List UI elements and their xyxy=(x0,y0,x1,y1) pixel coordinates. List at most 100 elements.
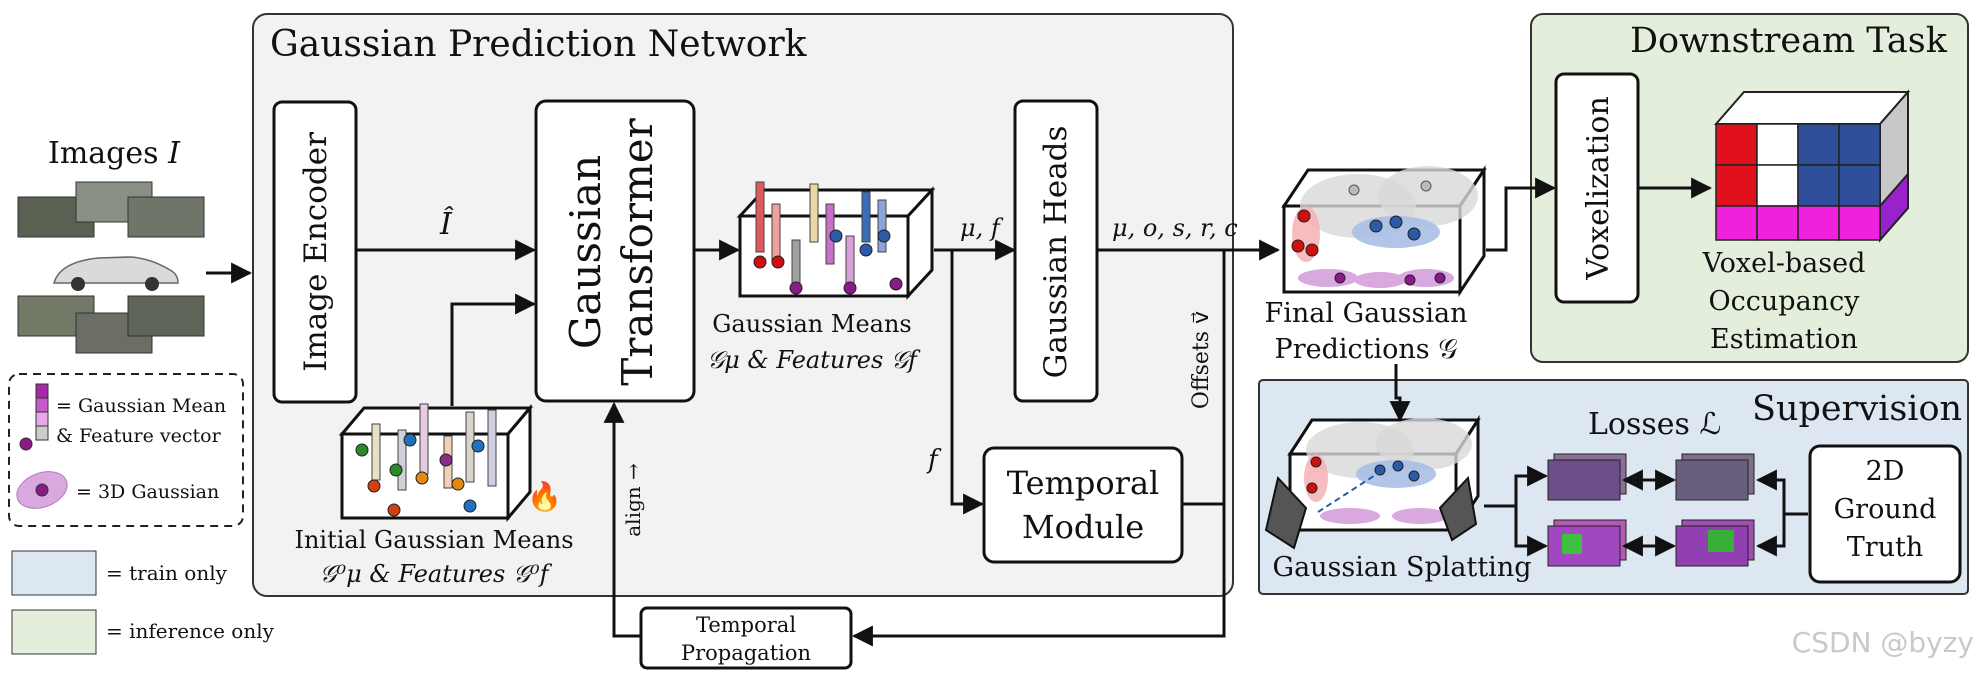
gaussian-point xyxy=(1404,274,1416,286)
supervision-title: Supervision xyxy=(1752,389,1962,429)
gaussian-point xyxy=(843,281,857,295)
gaussian-point xyxy=(1392,460,1404,472)
ground-truth-label-2: Ground xyxy=(1834,494,1937,525)
camera-image xyxy=(127,295,205,337)
temporal-module-label-1: Temporal xyxy=(1007,464,1160,502)
initial-to-transformer-arrow xyxy=(450,293,537,406)
temporal-module-label-2: Module xyxy=(1022,508,1144,546)
mu-f-label: μ, f xyxy=(960,214,1004,242)
final-caption-2: Predictions 𝒢 xyxy=(1275,334,1458,365)
watermark: CSDN @byzy xyxy=(1792,626,1974,659)
propagation-to-transformer-arrow xyxy=(603,401,641,638)
legend-mean-feature-1: = Gaussian Mean xyxy=(56,395,226,417)
gaussian-point xyxy=(1334,272,1346,284)
gaussian-point xyxy=(771,255,785,269)
fire-icon: 🔥 xyxy=(527,480,562,513)
voxelization-label: Voxelization xyxy=(1581,96,1616,281)
gaussian-point xyxy=(1407,227,1421,241)
gaussian-point xyxy=(877,229,891,243)
gaussian-point xyxy=(1305,243,1319,257)
gaussian-point xyxy=(1297,209,1311,223)
gaussian-point xyxy=(1291,239,1305,253)
inference-only-swatch xyxy=(11,609,97,655)
temporal-propagation-block xyxy=(639,606,853,670)
final-predictions-cube xyxy=(1281,165,1487,297)
gt-to-render-top-arrow xyxy=(1755,469,1808,516)
gaussian-point xyxy=(471,439,485,453)
gaussian-point xyxy=(1434,272,1446,284)
voxel-caption-1: Voxel-based xyxy=(1702,248,1866,279)
gaussian-point xyxy=(789,281,803,295)
gaussian-point xyxy=(355,443,369,457)
final-to-voxelization-arrow xyxy=(1486,177,1557,252)
gaussian-point xyxy=(753,255,767,269)
losses-label: Losses ℒ xyxy=(1588,407,1721,442)
temporal-propagation-label-2: Propagation xyxy=(681,641,811,665)
gt-to-render-bottom-arrow xyxy=(1755,514,1786,557)
ground-truth-block xyxy=(1808,444,1962,584)
downstream-title: Downstream Task xyxy=(1630,21,1948,61)
gaussian-point xyxy=(389,463,403,477)
ground-truth-label-3: Truth xyxy=(1847,532,1924,563)
gaussian-point xyxy=(1306,482,1318,494)
network-title: Gaussian Prediction Network xyxy=(270,24,808,65)
initial-caption-2: 𝒢⁰μ & Features 𝒢⁰f xyxy=(319,560,552,588)
means-caption-2: 𝒢μ & Features 𝒢f xyxy=(707,346,921,374)
gaussian-point xyxy=(387,503,401,517)
gaussian-point xyxy=(1389,215,1403,229)
temporal-to-propagation-arrow xyxy=(851,502,1226,647)
gaussian-point xyxy=(889,277,903,291)
car-image xyxy=(53,256,179,284)
gaussian-point xyxy=(1310,456,1322,468)
means-caption-1: Gaussian Means xyxy=(712,310,912,338)
camera-images xyxy=(17,181,205,354)
images-label: Images 𝐼 xyxy=(48,136,181,171)
legend-inference-only: = inference only xyxy=(106,619,275,643)
splatting-caption: Gaussian Splatting xyxy=(1273,552,1532,583)
image-encoder-block xyxy=(272,100,358,404)
gaussian-point xyxy=(403,433,417,447)
feature-vector-legend-icon xyxy=(19,383,49,451)
final-to-splatting-arrow xyxy=(1389,364,1411,423)
gaussian-point xyxy=(463,499,477,513)
gaussian-point xyxy=(415,471,429,485)
legend-train-only: = train only xyxy=(106,561,228,585)
rendered-images xyxy=(1547,453,1755,567)
image-encoder-label: Image Encoder xyxy=(298,132,334,372)
gaussian-transformer-label-1: Gaussian xyxy=(561,155,610,349)
legend-3d-gaussian: = 3D Gaussian xyxy=(76,481,219,503)
gaussian-point xyxy=(451,477,465,491)
gaussian-point xyxy=(1408,470,1420,482)
camera-image xyxy=(127,196,205,238)
legend-box xyxy=(8,373,244,527)
voxel-occupancy-grid xyxy=(1713,89,1911,243)
initial-caption-1: Initial Gaussian Means xyxy=(294,526,573,554)
gaussian-point xyxy=(859,243,873,257)
offsets-label: Offsets v⃗ xyxy=(1189,311,1214,409)
temporal-propagation-label-1: Temporal xyxy=(696,613,796,637)
initial-gaussians-cube xyxy=(338,403,534,523)
gaussian-point xyxy=(439,453,453,467)
gaussian-transformer-label-2: Transformer xyxy=(613,117,662,385)
voxel-caption-2: Occupancy xyxy=(1709,286,1861,317)
legend-mean-feature-2: & Feature vector xyxy=(56,425,222,447)
gaussian-point xyxy=(1369,219,1383,233)
ground-truth-label-1: 2D xyxy=(1866,456,1905,487)
gaussian-point xyxy=(367,479,381,493)
camera-frustum-icon xyxy=(1438,475,1478,542)
gaussian-splatting-cube xyxy=(1264,414,1481,550)
camera-frustum-icon xyxy=(1264,475,1308,550)
gaussian-heads-label: Gaussian Heads xyxy=(1038,126,1074,379)
i-hat-label: Î xyxy=(439,206,454,242)
splatting-to-render-top-arrow xyxy=(1484,465,1549,508)
gaussian-means-cube xyxy=(736,181,936,300)
params-label: μ, o, s, r, c xyxy=(1112,214,1238,242)
final-caption-1: Final Gaussian xyxy=(1265,298,1468,329)
gaussian-point xyxy=(829,229,843,243)
train-only-swatch xyxy=(11,550,97,596)
f-to-temporal-arrow xyxy=(950,250,985,515)
splatting-to-render-bottom-arrow xyxy=(1514,506,1549,557)
align-label: align → xyxy=(621,463,645,537)
voxel-caption-3: Estimation xyxy=(1710,324,1858,355)
